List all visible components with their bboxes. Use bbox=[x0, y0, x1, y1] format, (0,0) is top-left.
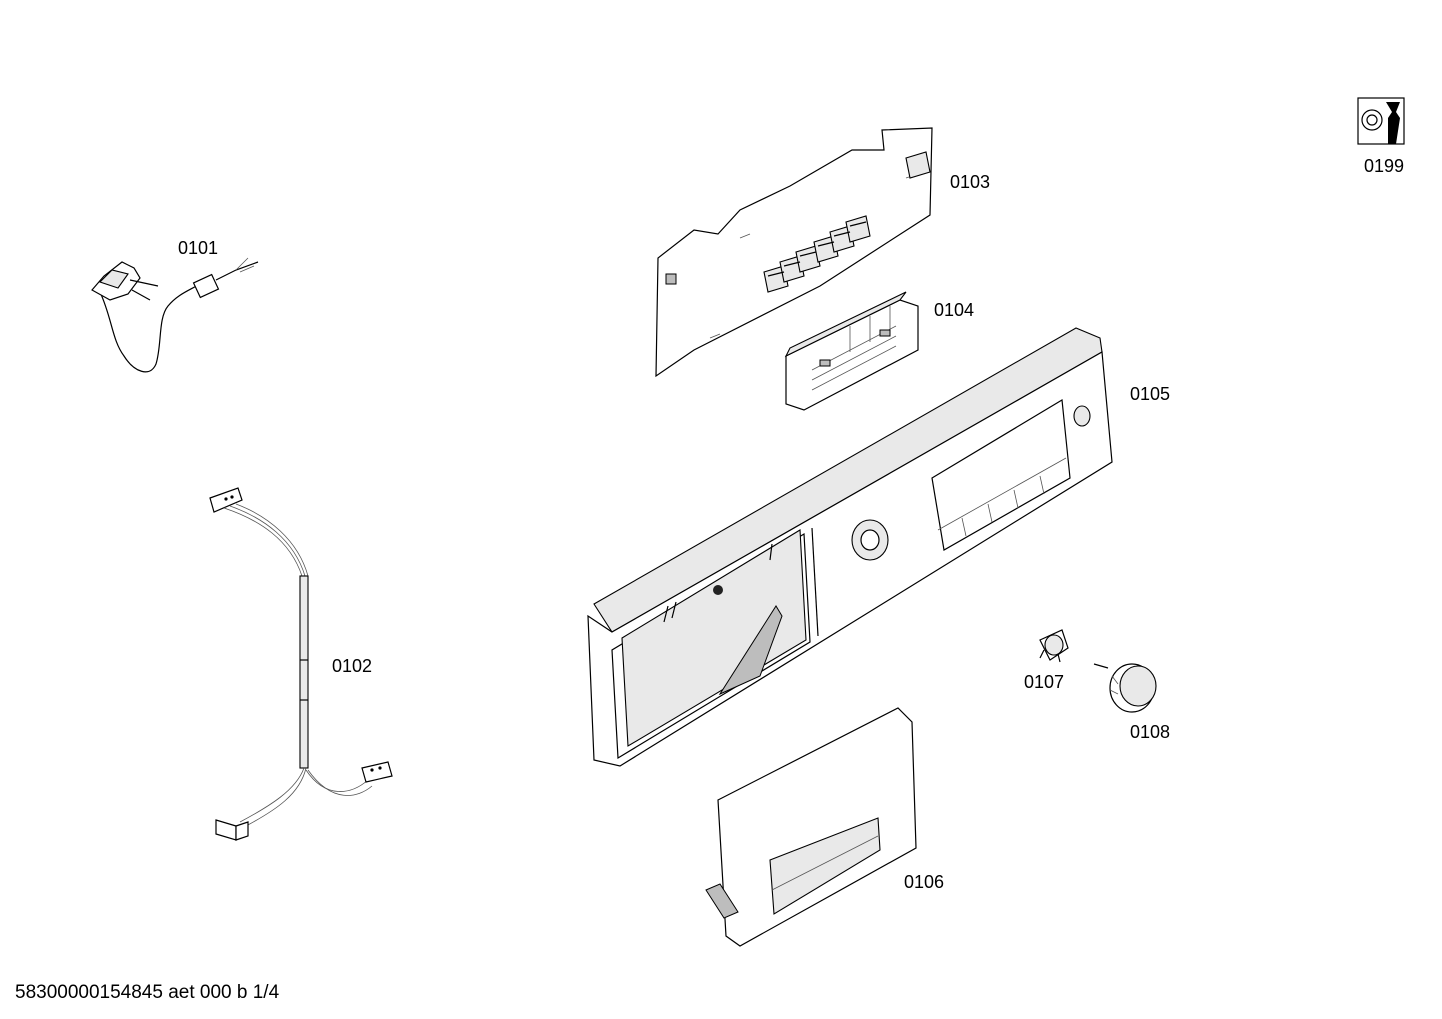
part-label-0102: 0102 bbox=[332, 656, 372, 676]
drawing-reference: 58300000154845 aet 000 b 1/4 bbox=[15, 982, 280, 1003]
part-label-0104: 0104 bbox=[934, 300, 974, 320]
part-label-0199: 0199 bbox=[1364, 156, 1404, 176]
dispenser-drawer-handle-drawing[interactable] bbox=[705, 707, 917, 947]
knob-insert-drawing[interactable] bbox=[1039, 629, 1069, 663]
part-label-0107: 0107 bbox=[1024, 672, 1064, 692]
control-board-drawing[interactable] bbox=[655, 127, 933, 378]
wire-harness-drawing[interactable] bbox=[209, 487, 393, 841]
part-label-0101: 0101 bbox=[178, 238, 218, 258]
service-tools-icon[interactable] bbox=[1357, 97, 1405, 145]
display-module-drawing[interactable] bbox=[784, 291, 919, 411]
control-panel-fascia-drawing[interactable] bbox=[587, 327, 1113, 767]
power-cord-drawing[interactable] bbox=[91, 257, 259, 373]
part-label-0108: 0108 bbox=[1130, 722, 1170, 742]
part-label-0106: 0106 bbox=[904, 872, 944, 892]
part-label-0103: 0103 bbox=[950, 172, 990, 192]
program-knob-drawing[interactable] bbox=[1093, 663, 1157, 713]
part-label-0105: 0105 bbox=[1130, 384, 1170, 404]
